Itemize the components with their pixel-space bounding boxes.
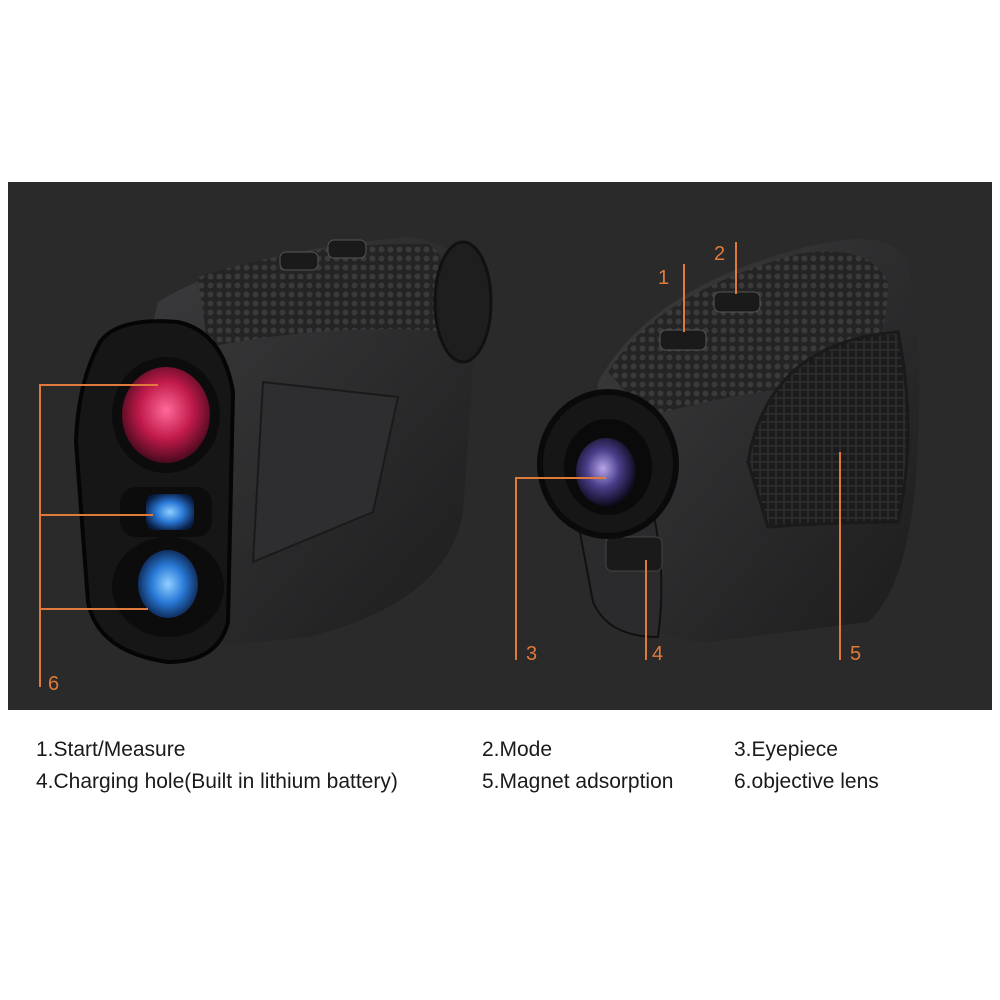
blue-objective-lens <box>138 550 198 618</box>
front-side-panel <box>251 380 400 564</box>
magnet-panel <box>746 330 910 529</box>
rangefinder-front-image <box>73 237 493 665</box>
eyepiece-lens <box>576 438 636 506</box>
legend-item-6: 6.objective lens <box>734 770 879 793</box>
legend-item-1: 1.Start/Measure <box>36 738 186 761</box>
callout-number-3: 3 <box>526 643 538 665</box>
front-eyepiece-ring <box>433 240 493 364</box>
callout-number-4: 4 <box>652 643 664 665</box>
legend-item-2: 2.Mode <box>482 738 553 761</box>
legend-item-3: 3.Eyepiece <box>734 738 838 761</box>
front-grip-texture <box>198 243 454 347</box>
callout-line-6-top <box>39 384 158 687</box>
front-button-mode <box>327 239 367 259</box>
callout-number-2: 2 <box>714 243 726 265</box>
callout-line-3 <box>515 477 606 660</box>
callout-lines <box>39 242 841 687</box>
rangefinder-rear-image <box>537 239 920 642</box>
legend-item-4: 4.Charging hole(Built in lithium battery… <box>36 770 398 793</box>
callout-number-5: 5 <box>850 643 862 665</box>
rangefinder-illustration <box>39 237 920 687</box>
charging-port-cover <box>605 536 663 572</box>
legend-item-5: 5.Magnet adsorption <box>482 770 674 793</box>
rear-button-mode <box>713 291 761 313</box>
front-button-measure <box>279 251 319 271</box>
callout-number-1: 1 <box>658 267 670 289</box>
rear-button-measure <box>659 329 707 351</box>
blue-window-lens <box>146 494 194 530</box>
red-objective-lens <box>122 367 210 463</box>
product-photo-panel: 1 2 3 4 5 6 <box>8 182 992 710</box>
callout-number-6: 6 <box>48 673 60 695</box>
